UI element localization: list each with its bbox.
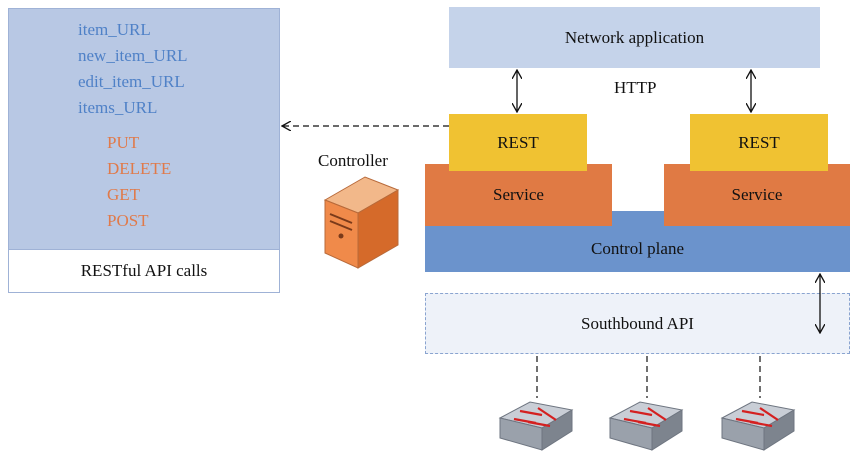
api-panel-footer — [8, 249, 280, 293]
method-post: POST — [107, 211, 149, 230]
url-items: items_URL — [78, 98, 158, 117]
url-edit-item: edit_item_URL — [78, 72, 185, 91]
control-plane-box: Control plane — [425, 226, 850, 272]
url-item: item_URL — [78, 20, 151, 39]
southbound-api-box: Southbound API — [425, 293, 850, 354]
network-application-box: Network application — [449, 7, 820, 68]
method-delete: DELETE — [107, 159, 172, 178]
api-panel-footer-label: RESTful API calls — [80, 261, 208, 280]
method-put: PUT — [107, 133, 140, 152]
service-right-box: Service — [664, 164, 850, 226]
url-new-item: new_item_URL — [78, 46, 188, 65]
service-left-box: Service — [425, 164, 612, 226]
control-plane-center-block — [612, 211, 664, 227]
http-label: HTTP — [614, 78, 657, 97]
method-get: GET — [107, 185, 141, 204]
rest-right-box: REST — [690, 114, 828, 171]
controller-label: Controller — [318, 151, 388, 170]
rest-left-box: REST — [449, 114, 587, 171]
api-panel — [8, 8, 280, 293]
